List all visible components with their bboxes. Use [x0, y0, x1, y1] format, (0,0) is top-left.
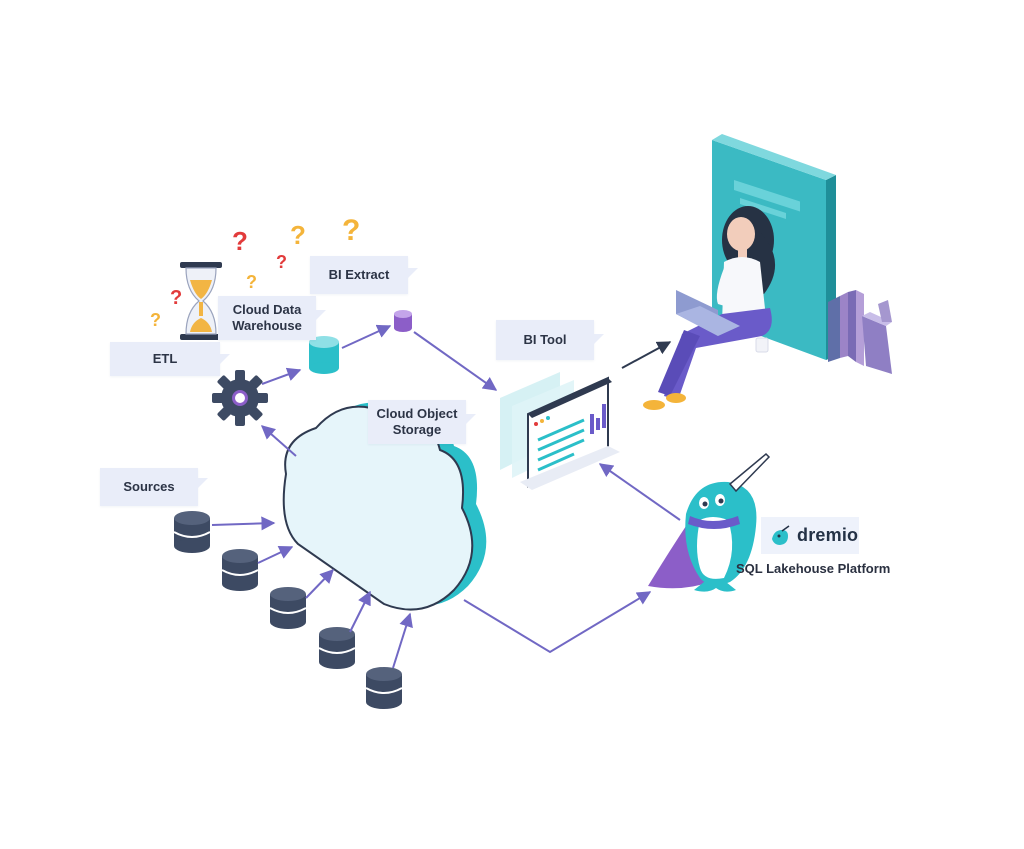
bi-extract-database-icon [394, 310, 412, 332]
question-marks: ? ? ? ? ? ? ? [150, 214, 360, 330]
cloud-data-warehouse-label: Cloud Data Warehouse [218, 296, 326, 340]
cloud-storage-icon [282, 402, 487, 611]
question-mark: ? [276, 252, 287, 272]
bi-tool-dashboard [500, 372, 620, 490]
source-database-icon [221, 549, 259, 591]
question-mark: ? [290, 220, 306, 250]
bi-tool-label-text: BI Tool [523, 332, 567, 347]
bi-tool-label: BI Tool [496, 320, 604, 360]
source-database-icon [318, 627, 356, 669]
dremio-narwhal-icon [772, 524, 790, 545]
cloud-object-storage-label: Cloud Object Storage [368, 400, 476, 444]
sources-label: Sources [100, 468, 208, 506]
bi-to-user-arrow [621, 341, 672, 369]
bi-extract-label-text: BI Extract [328, 267, 390, 282]
hourglass-illustration [180, 262, 222, 340]
woman-with-laptop [643, 206, 776, 410]
question-mark: ? [342, 214, 360, 247]
flow-arrows [211, 324, 681, 669]
cloud-data-warehouse-label-text: Cloud Data Warehouse [232, 302, 302, 333]
dremio-logo: dremio [761, 517, 859, 554]
cloud-object-storage-label-text: Cloud Object Storage [376, 406, 458, 437]
source-database-icon [173, 511, 211, 553]
sources-label-text: Sources [123, 479, 175, 494]
etl-label: ETL [110, 342, 230, 376]
platform-tagline: SQL Lakehouse Platform [736, 561, 891, 576]
question-mark: ? [170, 287, 182, 309]
narwhal-mascot [648, 452, 771, 592]
source-database-icon [269, 587, 307, 629]
question-mark: ? [246, 272, 257, 292]
question-mark: ? [150, 310, 161, 330]
cloud-data-warehouse-database-icon [309, 336, 339, 374]
bi-extract-label: BI Extract [310, 256, 418, 294]
source-databases [173, 511, 403, 709]
dremio-brand-name: dremio [797, 525, 859, 545]
stacked-books [828, 290, 892, 374]
source-database-icon [365, 667, 403, 709]
question-mark: ? [232, 226, 248, 256]
gear-icon [212, 370, 268, 426]
etl-label-text: ETL [152, 351, 178, 366]
